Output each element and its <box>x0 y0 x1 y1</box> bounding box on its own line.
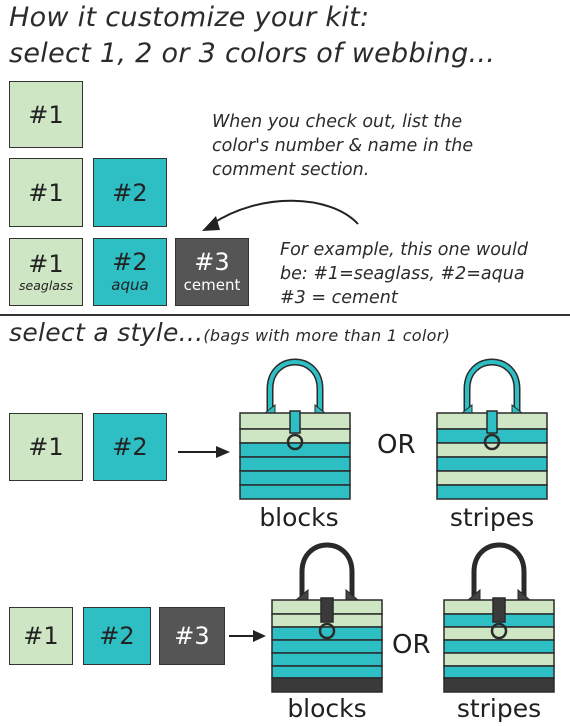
header-line-2: select 1, 2 or 3 colors of webbing... <box>9 38 496 69</box>
or-label: OR <box>377 430 416 460</box>
example-note-line: be: #1=seaglass, #2=aqua <box>280 264 525 284</box>
bag-icon <box>271 542 383 693</box>
bag-label: stripes <box>456 694 542 723</box>
swatch-number: #1 <box>28 249 64 278</box>
bag-label: blocks <box>287 694 367 723</box>
swatch-cement: #3 cement <box>175 238 249 306</box>
swatch-cement: #3 <box>159 607 225 665</box>
swatch-seaglass: #1 seaglass <box>9 238 83 306</box>
example-note-line: For example, this one would <box>280 240 528 260</box>
checkout-note-line: comment section. <box>212 160 370 180</box>
swatch-aqua: #2 <box>93 413 167 481</box>
swatch-name: aqua <box>111 276 149 294</box>
curved-arrow-icon <box>202 199 359 231</box>
swatch-number: #1 <box>28 100 64 129</box>
header-line-1: How it customize your kit: <box>9 2 370 33</box>
swatch-name: cement <box>183 276 241 294</box>
right-arrow-icon <box>229 630 266 642</box>
swatch-aqua: #2 aqua <box>93 238 167 306</box>
swatch-number: #1 <box>28 433 64 461</box>
swatch-seaglass: #1 <box>9 158 83 227</box>
style-title: select a style... <box>9 318 204 347</box>
swatch-number: #2 <box>112 433 148 461</box>
or-label: OR <box>392 630 431 660</box>
checkout-note-line: When you check out, list the <box>212 112 463 132</box>
swatch-number: #1 <box>23 622 59 650</box>
bag-icon <box>239 358 351 500</box>
bag-icon <box>436 358 548 500</box>
swatch-number: #3 <box>194 248 230 276</box>
swatch-number: #1 <box>28 178 64 207</box>
checkout-note-line: color's number & name in the <box>212 136 474 156</box>
checkout-note: When you check out, list the color's num… <box>212 110 473 182</box>
swatch-seaglass: #1 <box>9 607 73 665</box>
section-divider <box>0 314 570 316</box>
swatch-number: #3 <box>174 622 210 650</box>
style-subtitle: (bags with more than 1 color) <box>203 326 451 345</box>
swatch-seaglass: #1 <box>9 413 83 481</box>
bag-label: blocks <box>259 503 339 532</box>
style-heading: select a style...(bags with more than 1 … <box>9 318 450 347</box>
bag-icon <box>443 542 555 693</box>
swatch-number: #2 <box>112 248 148 276</box>
swatch-number: #2 <box>112 178 148 207</box>
swatch-aqua: #2 <box>93 158 167 227</box>
swatch-aqua: #2 <box>83 607 151 665</box>
example-note-line: #3 = cement <box>280 288 398 308</box>
right-arrow-icon <box>178 446 230 458</box>
swatch-name: seaglass <box>19 277 73 293</box>
swatch-seaglass: #1 <box>9 81 83 148</box>
example-note: For example, this one would be: #1=seagl… <box>280 238 528 310</box>
bag-label: stripes <box>449 503 535 532</box>
swatch-number: #2 <box>99 622 135 650</box>
